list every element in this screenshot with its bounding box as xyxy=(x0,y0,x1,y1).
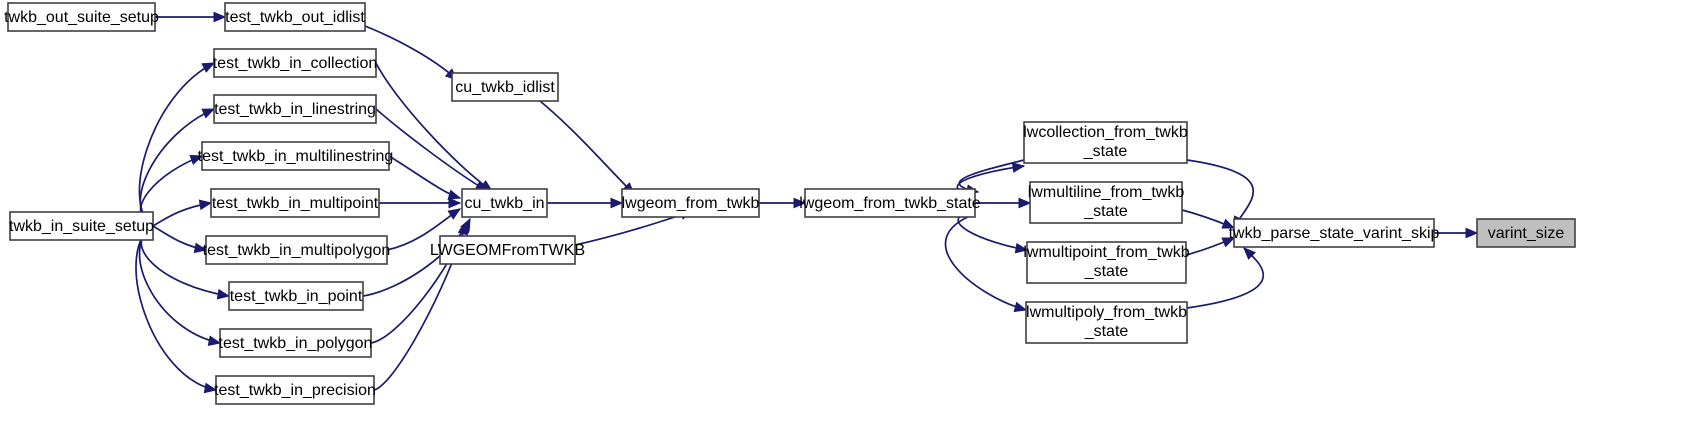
edge-test_twkb_in_multilinestring-to-cu_twkb_in xyxy=(388,155,462,200)
arrowhead-icon xyxy=(1221,237,1236,248)
node-box[interactable] xyxy=(205,235,388,265)
node-test_twkb_in_multilinestring[interactable]: test_twkb_in_multilinestring xyxy=(198,141,394,171)
edge-test_twkb_in_multipoint-to-cu_twkb_in xyxy=(379,197,462,209)
node-box[interactable] xyxy=(461,188,548,218)
edge-lwmultipoint_from_twkb_state-to-twkb_parse_state_varint_skip xyxy=(1185,237,1236,256)
edge-lwgeom_from_twkb_state-to-lwmultiline_from_twkb_state xyxy=(969,197,1032,209)
node-box[interactable] xyxy=(1233,218,1435,248)
node-LWGEOMFromTWKB[interactable]: LWGEOMFromTWKB xyxy=(430,235,585,265)
node-box[interactable] xyxy=(1023,121,1188,164)
arrowhead-icon xyxy=(1018,197,1032,209)
edge-test_twkb_in_multipolygon-to-cu_twkb_in xyxy=(386,208,462,251)
arrowhead-icon xyxy=(1243,247,1256,260)
edge-line xyxy=(364,25,456,79)
edge-line xyxy=(1186,247,1264,309)
edge-twkb_in_suite_setup-to-test_twkb_in_multipolygon xyxy=(152,225,208,254)
node-lwmultipoly_from_twkb_state[interactable]: lwmultipoly_from_twkb_state xyxy=(1025,301,1188,344)
arrowhead-icon xyxy=(1014,242,1029,254)
edge-cu_twkb_idlist-to-lwgeom_from_twkb xyxy=(539,100,635,195)
arrowhead-icon xyxy=(198,199,213,211)
node-box[interactable] xyxy=(7,2,156,32)
node-box[interactable] xyxy=(210,188,380,218)
edge-test_twkb_in_linestring-to-cu_twkb_in xyxy=(375,108,489,192)
arrowhead-icon xyxy=(216,288,231,300)
edge-lwgeom_from_twkb_state-to-lwmultipoly_from_twkb_state xyxy=(944,213,1028,313)
arrowhead-icon xyxy=(201,62,216,73)
node-box[interactable] xyxy=(213,94,377,124)
node-box[interactable] xyxy=(804,188,976,218)
node-lwgeom_from_twkb[interactable]: lwgeom_from_twkb xyxy=(621,188,760,218)
node-box[interactable] xyxy=(1026,241,1187,284)
node-box[interactable] xyxy=(1029,181,1183,224)
node-box[interactable] xyxy=(201,141,390,171)
node-box[interactable] xyxy=(451,72,559,102)
edge-twkb_in_suite_setup-to-test_twkb_in_precision xyxy=(135,225,218,394)
arrowhead-icon xyxy=(1221,218,1236,229)
arrowhead-icon xyxy=(213,11,227,23)
node-box[interactable] xyxy=(439,235,576,265)
node-box[interactable] xyxy=(9,211,154,241)
edge-lwmultipoly_from_twkb_state-to-twkb_parse_state_varint_skip xyxy=(1186,247,1264,309)
edge-twkb_in_suite_setup-to-test_twkb_in_multipoint xyxy=(152,199,213,227)
edge-lwgeom_from_twkb-to-lwgeom_from_twkb_state xyxy=(759,197,807,209)
arrowhead-icon xyxy=(1013,301,1028,313)
node-lwcollection_from_twkb_state[interactable]: lwcollection_from_twkb_state xyxy=(1023,121,1188,164)
node-twkb_in_suite_setup[interactable]: twkb_in_suite_setup xyxy=(9,211,154,241)
node-test_twkb_out_idlist[interactable]: test_twkb_out_idlist xyxy=(224,2,366,32)
edge-cu_twkb_in-to-lwgeom_from_twkb xyxy=(547,197,624,209)
edge-test_twkb_out_idlist-to-cu_twkb_idlist xyxy=(364,25,458,81)
node-test_twkb_in_linestring[interactable]: test_twkb_in_linestring xyxy=(213,94,377,124)
arrowhead-icon xyxy=(1465,227,1479,239)
arrowhead-icon xyxy=(457,221,468,236)
arrowhead-icon xyxy=(201,108,216,119)
edge-line xyxy=(539,100,633,193)
edge-line xyxy=(375,108,488,192)
node-box[interactable] xyxy=(228,281,364,311)
node-test_twkb_in_precision[interactable]: test_twkb_in_precision xyxy=(214,375,376,405)
arrowhead-icon xyxy=(447,208,462,220)
node-box[interactable] xyxy=(1025,301,1188,344)
node-cu_twkb_idlist[interactable]: cu_twkb_idlist xyxy=(451,72,559,102)
edge-line xyxy=(944,213,1027,311)
edge-line xyxy=(375,62,493,192)
node-box[interactable] xyxy=(224,2,366,32)
node-twkb_parse_state_varint_skip[interactable]: twkb_parse_state_varint_skip xyxy=(1229,218,1440,248)
arrowhead-icon xyxy=(610,197,624,209)
arrowhead-icon xyxy=(203,382,218,394)
arrowhead-icon xyxy=(189,154,204,165)
arrowhead-icon xyxy=(193,242,208,254)
arrowhead-icon xyxy=(448,197,462,209)
node-test_twkb_in_multipolygon[interactable]: test_twkb_in_multipolygon xyxy=(203,235,391,265)
node-varint_size[interactable]: varint_size xyxy=(1476,218,1576,248)
node-box[interactable] xyxy=(621,188,760,218)
node-box[interactable] xyxy=(1476,218,1576,248)
arrowhead-icon xyxy=(1011,162,1026,173)
node-test_twkb_in_collection[interactable]: test_twkb_in_collection xyxy=(213,48,378,78)
edge-line xyxy=(1186,159,1255,229)
arrowhead-icon xyxy=(793,197,807,209)
node-lwmultiline_from_twkb_state[interactable]: lwmultiline_from_twkb_state xyxy=(1028,181,1185,224)
arrowhead-icon xyxy=(207,335,222,346)
node-twkb_out_suite_setup[interactable]: twkb_out_suite_setup xyxy=(4,2,159,32)
arrowhead-icon xyxy=(447,189,462,200)
edge-line xyxy=(388,155,461,199)
node-cu_twkb_in[interactable]: cu_twkb_in xyxy=(461,188,548,218)
node-test_twkb_in_multipoint[interactable]: test_twkb_in_multipoint xyxy=(210,188,380,218)
node-test_twkb_in_polygon[interactable]: test_twkb_in_polygon xyxy=(219,328,373,358)
edge-twkb_parse_state_varint_skip-to-varint_size xyxy=(1434,227,1479,239)
node-box[interactable] xyxy=(219,328,372,358)
node-lwgeom_from_twkb_state[interactable]: lwgeom_from_twkb_state xyxy=(799,188,981,218)
node-box[interactable] xyxy=(215,375,375,405)
node-test_twkb_in_point[interactable]: test_twkb_in_point xyxy=(228,281,364,311)
node-lwmultipoint_from_twkb_state[interactable]: lwmultipoint_from_twkb_state xyxy=(1023,241,1190,284)
node-box[interactable] xyxy=(213,48,377,78)
edge-twkb_out_suite_setup-to-test_twkb_out_idlist xyxy=(155,11,227,23)
edge-lwcollection_from_twkb_state-to-twkb_parse_state_varint_skip xyxy=(1186,159,1255,230)
edge-lwmultiline_from_twkb_state-to-twkb_parse_state_varint_skip xyxy=(1181,209,1236,229)
